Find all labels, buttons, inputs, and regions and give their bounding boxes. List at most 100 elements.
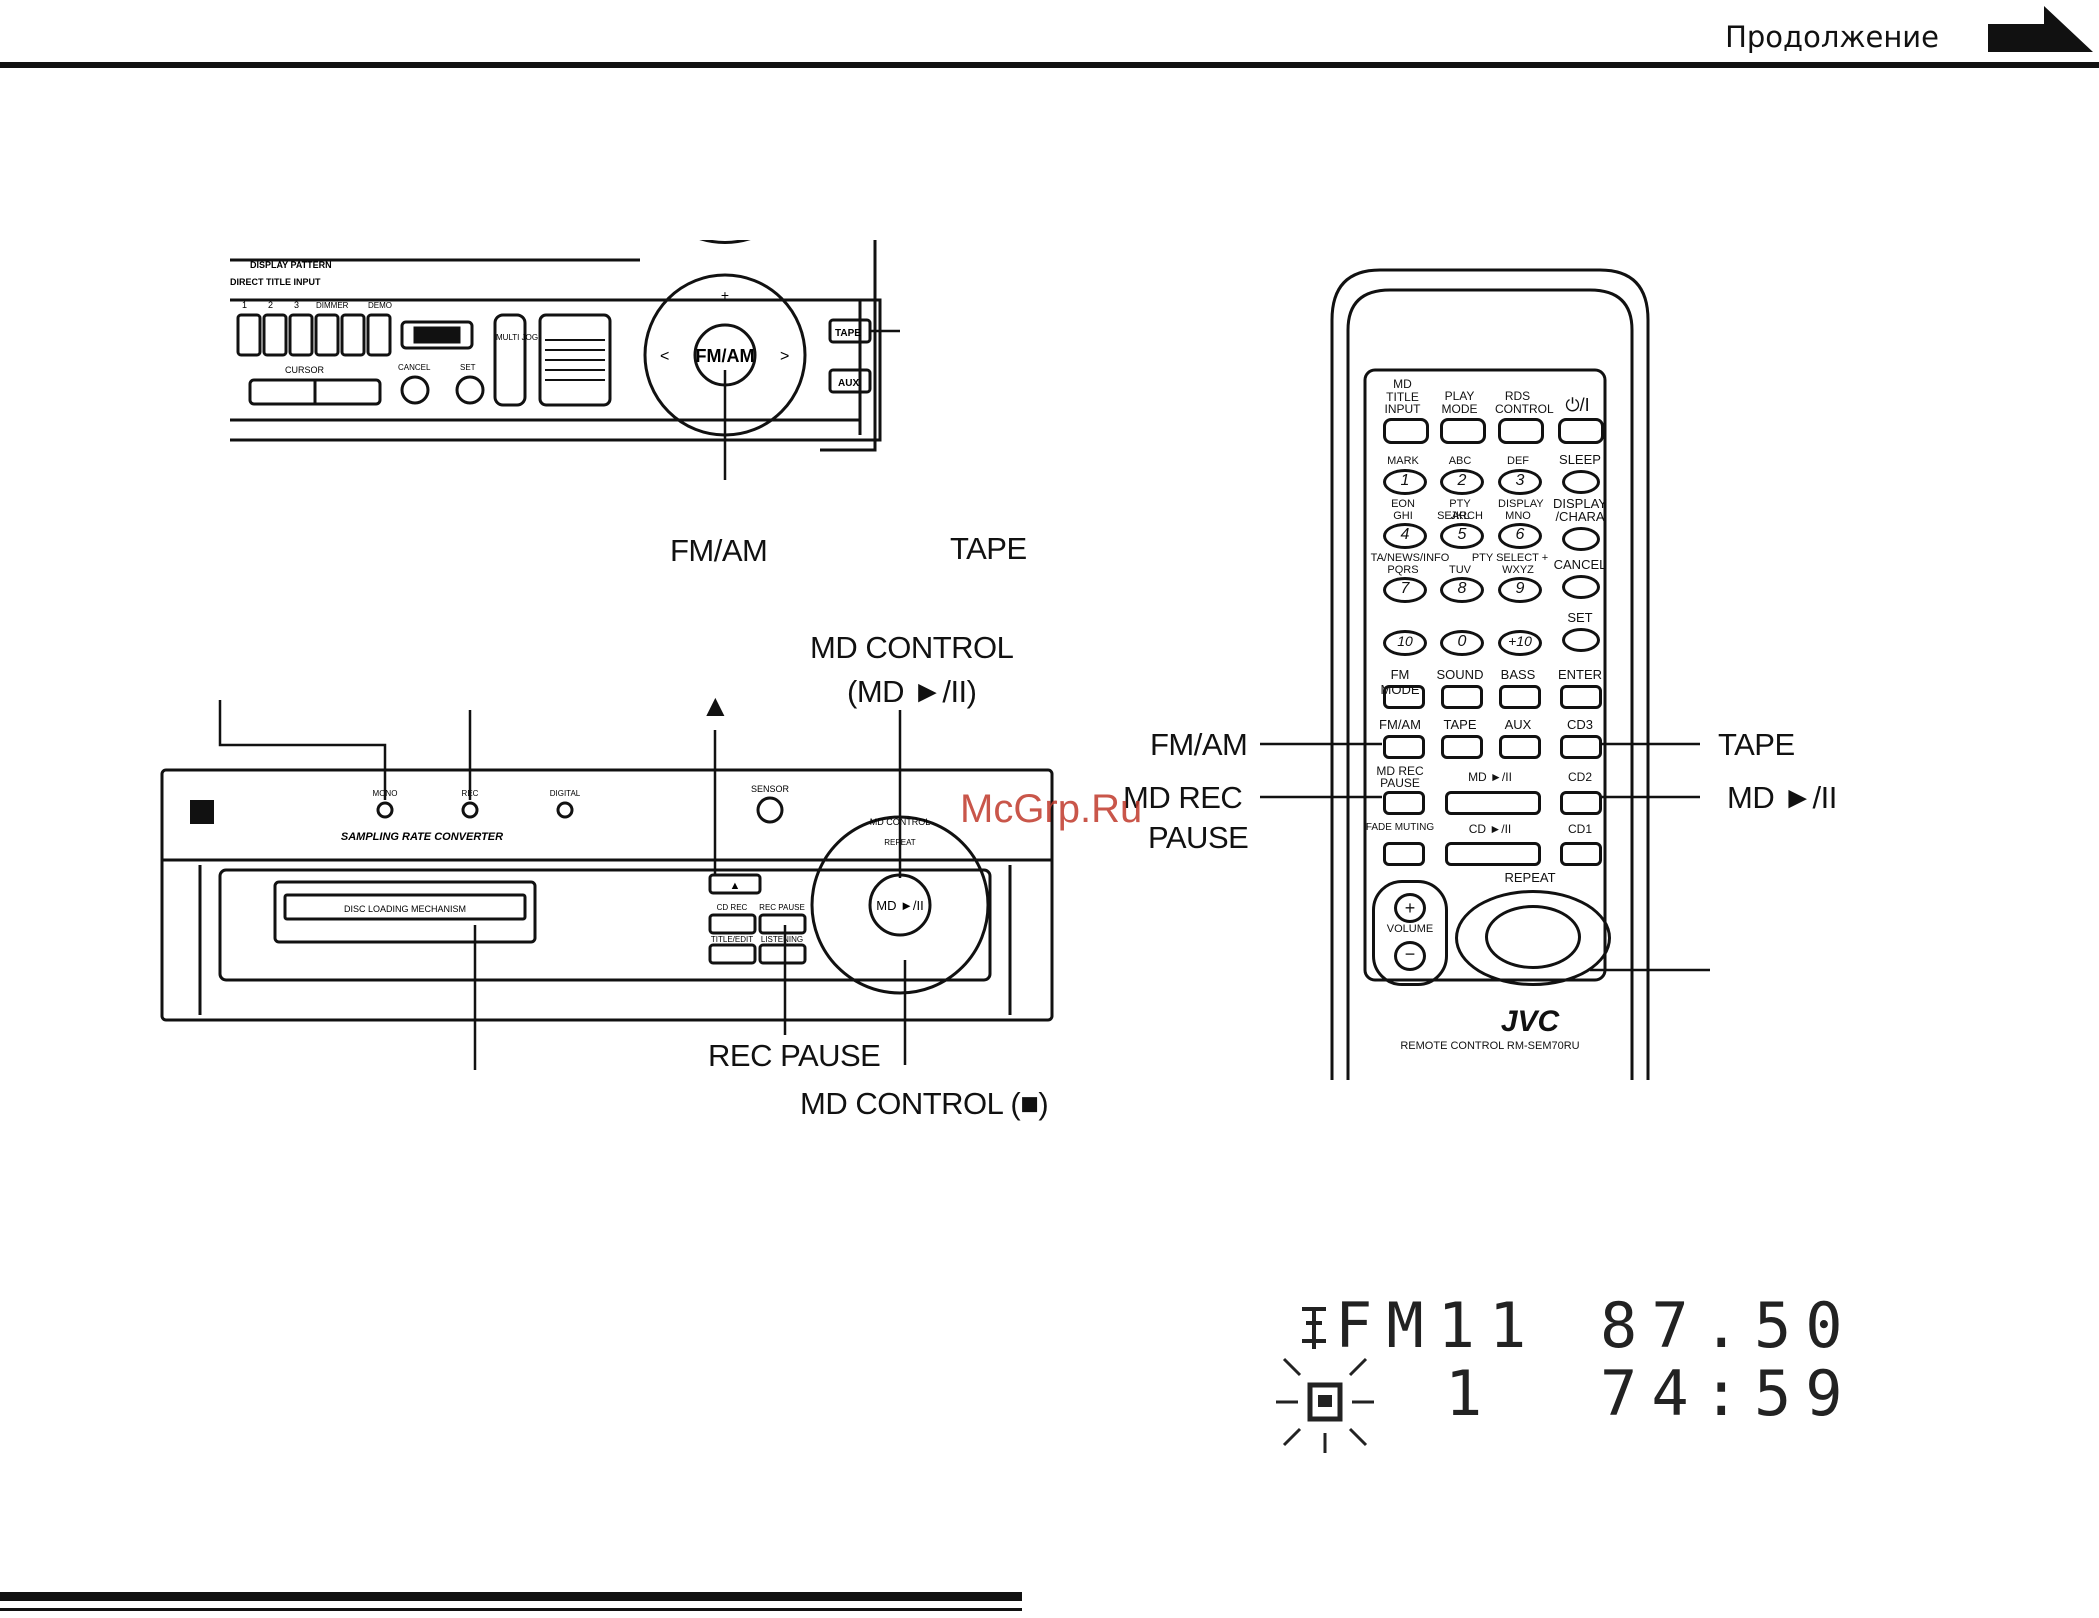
display-pattern-label: DISPLAY PATTERN bbox=[250, 260, 332, 270]
cancel-label: CANCEL bbox=[398, 363, 431, 372]
digit-7-sub: PQRS bbox=[1387, 564, 1419, 576]
fade-muting-button[interactable] bbox=[1383, 842, 1425, 866]
remote-illustration bbox=[1330, 268, 1650, 1080]
eon-label: EON bbox=[1391, 498, 1415, 510]
cd1-remote-button[interactable] bbox=[1560, 842, 1602, 866]
digit-2-button[interactable]: 2 bbox=[1440, 469, 1484, 495]
display-chara-button[interactable] bbox=[1562, 527, 1600, 551]
cd2-remote-button[interactable] bbox=[1560, 791, 1602, 815]
digit-9-button[interactable]: 9 bbox=[1498, 577, 1542, 603]
play-mode-button[interactable] bbox=[1440, 418, 1486, 444]
sampling-rate-label: SAMPLING RATE CONVERTER bbox=[341, 831, 503, 843]
set-button[interactable] bbox=[1562, 628, 1600, 652]
md-rec-pause-remote-button[interactable] bbox=[1383, 791, 1425, 815]
callout-md-control-line2: (MD ►/II) bbox=[847, 674, 977, 709]
fm-mode-button[interactable] bbox=[1383, 685, 1425, 709]
lcd-remaining-time: 74:59 bbox=[1600, 1357, 1857, 1430]
tape-remote-button[interactable] bbox=[1441, 735, 1483, 759]
sleep-label: SLEEP bbox=[1559, 452, 1601, 467]
digit-1-button[interactable]: 1 bbox=[1383, 469, 1427, 495]
digit-5-button[interactable]: 5 bbox=[1440, 523, 1484, 549]
fm-am-knob-label: FM/AM bbox=[696, 346, 755, 366]
sound-button[interactable] bbox=[1441, 685, 1483, 709]
digit-7-button[interactable]: 7 bbox=[1383, 577, 1427, 603]
cursor-pad-center[interactable] bbox=[1485, 905, 1581, 969]
aux-button-label: AUX bbox=[838, 378, 859, 389]
sleep-button[interactable] bbox=[1562, 470, 1600, 494]
callout-md-rec-line2: PAUSE bbox=[1148, 820, 1249, 855]
pty-search-label: PTY SEARCH bbox=[1437, 498, 1483, 522]
digit-3-button[interactable]: 3 bbox=[1498, 469, 1542, 495]
cd1-remote-label: CD1 bbox=[1567, 822, 1592, 836]
callout-rec-pause: REC PAUSE bbox=[708, 1038, 881, 1073]
digit-0-button[interactable]: 0 bbox=[1440, 630, 1484, 656]
digit-plus10-button[interactable]: +10 bbox=[1498, 630, 1542, 656]
dimmer-label: DIMMER bbox=[316, 301, 349, 310]
md-title-input-button[interactable] bbox=[1383, 418, 1429, 444]
aux-remote-label: AUX bbox=[1504, 717, 1532, 732]
lcd-display: FM11 87.50 1 74:59 bbox=[1270, 1295, 1843, 1455]
volume-up-button[interactable]: + bbox=[1394, 893, 1426, 923]
power-key[interactable]: ⏻/I bbox=[1565, 395, 1590, 415]
digit-2-sub: ABC bbox=[1448, 455, 1472, 467]
callout-md-control-line1: MD CONTROL bbox=[810, 630, 1014, 665]
cd-play-remote-button[interactable] bbox=[1445, 842, 1541, 866]
enter-button[interactable] bbox=[1560, 685, 1602, 709]
multi-jog-label: MULTI JOG bbox=[496, 333, 538, 342]
bass-button[interactable] bbox=[1499, 685, 1541, 709]
demo-label: DEMO bbox=[368, 301, 392, 310]
aux-remote-button[interactable] bbox=[1499, 735, 1541, 759]
display-label: DISPLAY bbox=[1498, 498, 1544, 510]
minidisc-logo-icon bbox=[190, 800, 214, 824]
watermark: McGrp.Ru bbox=[960, 787, 1143, 831]
digit-6-sub: MNO bbox=[1505, 510, 1531, 522]
disc-slot-label: DISC LOADING MECHANISM bbox=[344, 904, 466, 914]
sensor-label: SENSOR bbox=[751, 784, 790, 794]
continue-arrow-icon bbox=[1988, 6, 2093, 52]
knob-right-label: > bbox=[780, 348, 789, 365]
fade-muting-label: FADE MUTING bbox=[1365, 822, 1435, 833]
callout-md-play-remote: MD ►/II bbox=[1727, 780, 1837, 815]
digit-6-button[interactable]: 6 bbox=[1498, 523, 1542, 549]
set-label: SET bbox=[460, 363, 476, 372]
rec-pause-blink-icon bbox=[1276, 1357, 1374, 1453]
footer-rule-thick bbox=[0, 1592, 1022, 1601]
pty-select-label: PTY SELECT + bbox=[1471, 552, 1549, 564]
bass-label: BASS bbox=[1500, 667, 1536, 682]
callout-tape-remote: TAPE bbox=[1718, 727, 1795, 762]
digit-3-sub: DEF bbox=[1507, 455, 1529, 467]
knob-left-label: < bbox=[660, 348, 669, 365]
title-edit-label: TITLE/EDIT bbox=[711, 935, 753, 944]
cancel-button[interactable] bbox=[1562, 575, 1600, 599]
display-chara-label: DISPLAY /CHARA bbox=[1553, 496, 1607, 524]
md-play-remote-button[interactable] bbox=[1445, 791, 1541, 815]
play-mode-key[interactable]: PLAY MODE bbox=[1441, 389, 1478, 416]
volume-down-button[interactable]: − bbox=[1394, 941, 1426, 971]
fm-am-remote-label: FM/AM bbox=[1379, 717, 1421, 732]
digit-5-sub: JKL bbox=[1450, 510, 1470, 522]
eject-button-label: ▲ bbox=[730, 880, 741, 892]
ta-news-info-label: TA/NEWS/INFO bbox=[1370, 552, 1450, 564]
md-play-center-label: MD ►/II bbox=[876, 898, 924, 913]
remote-model-label: REMOTE CONTROL RM-SEM70RU bbox=[1400, 1040, 1580, 1052]
lcd-frequency: 87.50 bbox=[1600, 1289, 1857, 1362]
knob-plus-label: + bbox=[721, 287, 729, 303]
enter-label: ENTER bbox=[1557, 667, 1603, 682]
rds-control-button[interactable] bbox=[1498, 418, 1544, 444]
listening-label: LISTENING bbox=[761, 935, 803, 944]
cd3-remote-button[interactable] bbox=[1560, 735, 1602, 759]
digit-9-sub: WXYZ bbox=[1502, 564, 1534, 576]
digit-10-button[interactable]: 10 bbox=[1383, 630, 1427, 656]
digital-indicator-label: DIGITAL bbox=[550, 789, 581, 798]
cursor-pad[interactable] bbox=[1455, 890, 1611, 986]
key2-label: 2 bbox=[268, 300, 273, 310]
lcd-track-number: 1 bbox=[1445, 1357, 1497, 1430]
power-button[interactable] bbox=[1558, 418, 1604, 444]
cancel-label: CANCEL bbox=[1553, 557, 1607, 572]
fm-am-remote-button[interactable] bbox=[1383, 735, 1425, 759]
digit-4-button[interactable]: 4 bbox=[1383, 523, 1427, 549]
md-title-input-key[interactable]: MD TITLE INPUT bbox=[1384, 377, 1421, 417]
rds-control-key[interactable]: RDS CONTROL bbox=[1495, 389, 1554, 416]
volume-area: + VOLUME − bbox=[1372, 880, 1448, 986]
digit-8-button[interactable]: 8 bbox=[1440, 577, 1484, 603]
